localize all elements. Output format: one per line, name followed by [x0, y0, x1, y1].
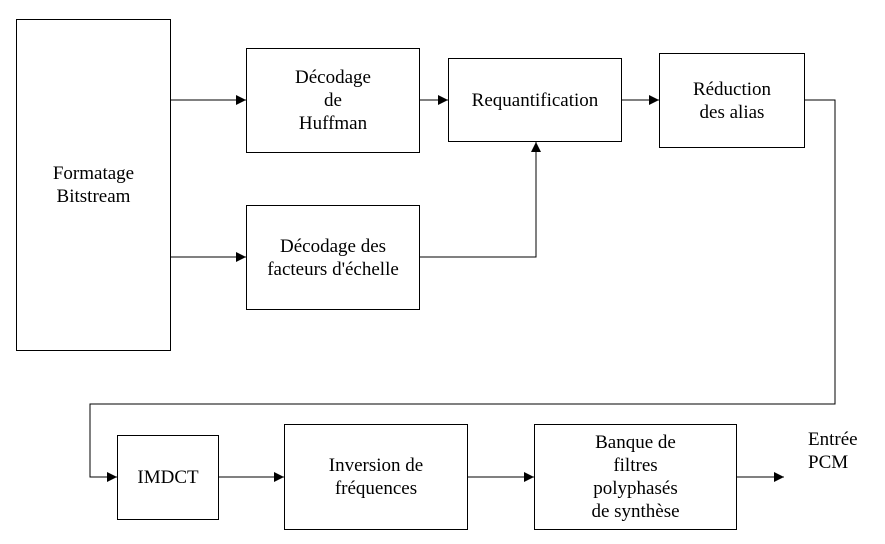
- block-banque-label: Banque de filtres polyphasés de synthèse: [591, 432, 680, 522]
- output-label-pcm: Entrée PCM: [808, 429, 858, 473]
- block-formatage-bitstream: Formatage Bitstream: [16, 19, 171, 351]
- block-decodage-facteurs: Décodage des facteurs d'échelle: [246, 205, 420, 310]
- arrow-reduction-to-imdct: [89, 99, 836, 482]
- block-facteurs-label: Décodage des facteurs d'échelle: [267, 235, 399, 280]
- block-decodage-huffman: Décodage de Huffman: [246, 48, 420, 153]
- block-requantification: Requantification: [448, 58, 622, 142]
- block-inversion-label: Inversion de fréquences: [328, 455, 424, 499]
- block-reduction-alias: Réduction des alias: [659, 53, 805, 148]
- block-formatage-label: Formatage Bitstream: [52, 163, 135, 207]
- block-requant-label: Requantification: [471, 89, 599, 111]
- block-banque-filtres: Banque de filtres polyphasés de synthèse: [534, 424, 737, 530]
- block-imdct-label: IMDCT: [137, 467, 199, 488]
- block-inversion-frequences: Inversion de fréquences: [284, 424, 468, 530]
- block-huffman-label: Décodage de Huffman: [295, 67, 371, 134]
- block-imdct: IMDCT: [117, 435, 219, 520]
- arrow-facteurs-to-requant: [420, 142, 541, 258]
- block-reduction-label: Réduction des alias: [692, 78, 772, 123]
